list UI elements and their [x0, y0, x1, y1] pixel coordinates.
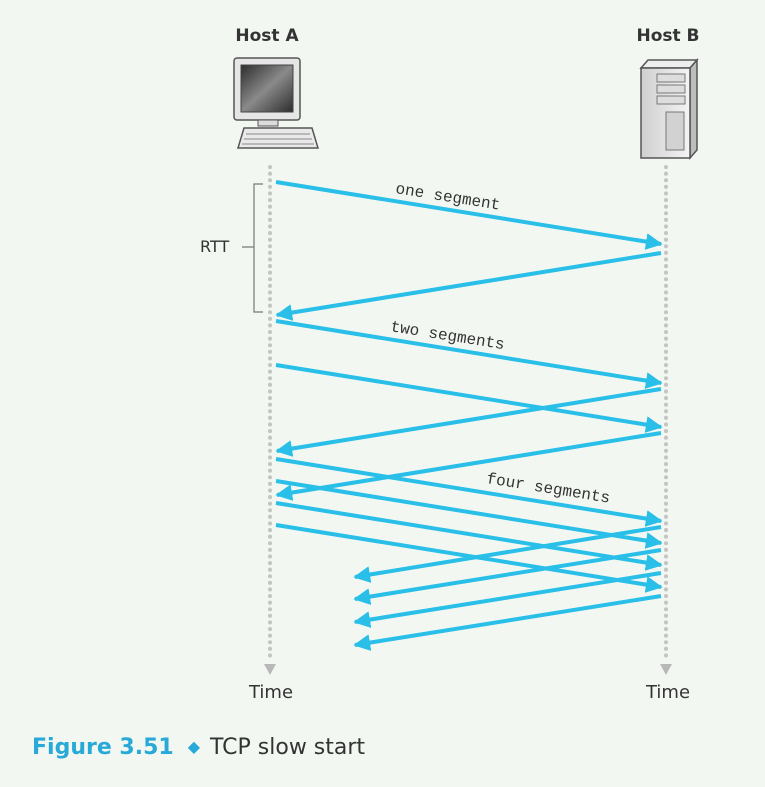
ack-arrow	[275, 251, 662, 321]
rtt-label: RTT	[200, 237, 230, 256]
host-a-time-arrowhead	[264, 664, 276, 675]
host-a-label: Host A	[235, 26, 299, 46]
ack-arrow	[275, 387, 662, 457]
ack-arrow	[353, 548, 662, 605]
segment-arrow	[275, 319, 663, 389]
diamond-icon: ◆	[187, 737, 201, 756]
segment-arrow	[275, 523, 663, 593]
segment-arrow	[275, 479, 663, 549]
ack-arrow	[275, 431, 662, 501]
host-b-time-label: Time	[645, 682, 691, 703]
server-tower-icon	[639, 58, 699, 160]
host-b-label: Host B	[636, 26, 700, 46]
host-a-time-label: Time	[248, 682, 294, 703]
figure-title: TCP slow start	[210, 735, 366, 760]
ack-arrow	[353, 594, 662, 651]
segment-arrow	[275, 501, 663, 571]
figure-caption: Figure 3.51 ◆ TCP slow start	[32, 735, 365, 760]
segment-arrow	[275, 363, 663, 433]
ack-arrow	[353, 525, 662, 583]
desktop-computer-icon	[233, 57, 320, 149]
segment-arrow	[275, 180, 663, 250]
segment-arrow	[275, 457, 663, 527]
host-b-time-arrowhead	[660, 664, 672, 675]
rtt-bracket	[242, 183, 263, 313]
figure-number: Figure 3.51	[32, 735, 174, 760]
ack-arrow	[353, 571, 662, 628]
